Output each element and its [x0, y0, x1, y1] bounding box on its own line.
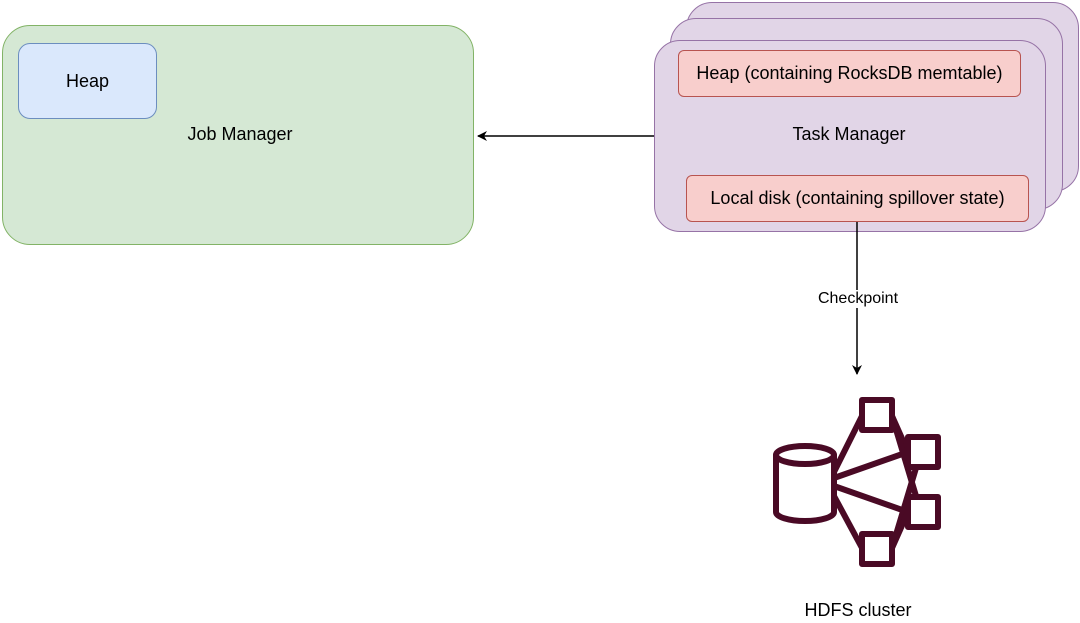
- job-manager-heap-box: Heap: [18, 43, 157, 119]
- checkpoint-label: Checkpoint: [798, 290, 918, 308]
- job-manager-label: Job Manager: [187, 124, 293, 144]
- task-manager-disk-label: Local disk (containing spillover state): [710, 188, 1005, 208]
- task-manager-heap-box: Heap (containing RocksDB memtable): [678, 50, 1021, 97]
- hdfs-cluster-label: HDFS cluster: [804, 600, 912, 620]
- task-manager-label: Task Manager: [792, 124, 906, 144]
- task-manager-heap-label: Heap (containing RocksDB memtable): [696, 63, 1003, 83]
- job-manager-heap-label: Heap: [65, 70, 110, 91]
- task-manager-disk-box: Local disk (containing spillover state): [686, 175, 1029, 222]
- hdfs-cluster-icon: [773, 397, 941, 567]
